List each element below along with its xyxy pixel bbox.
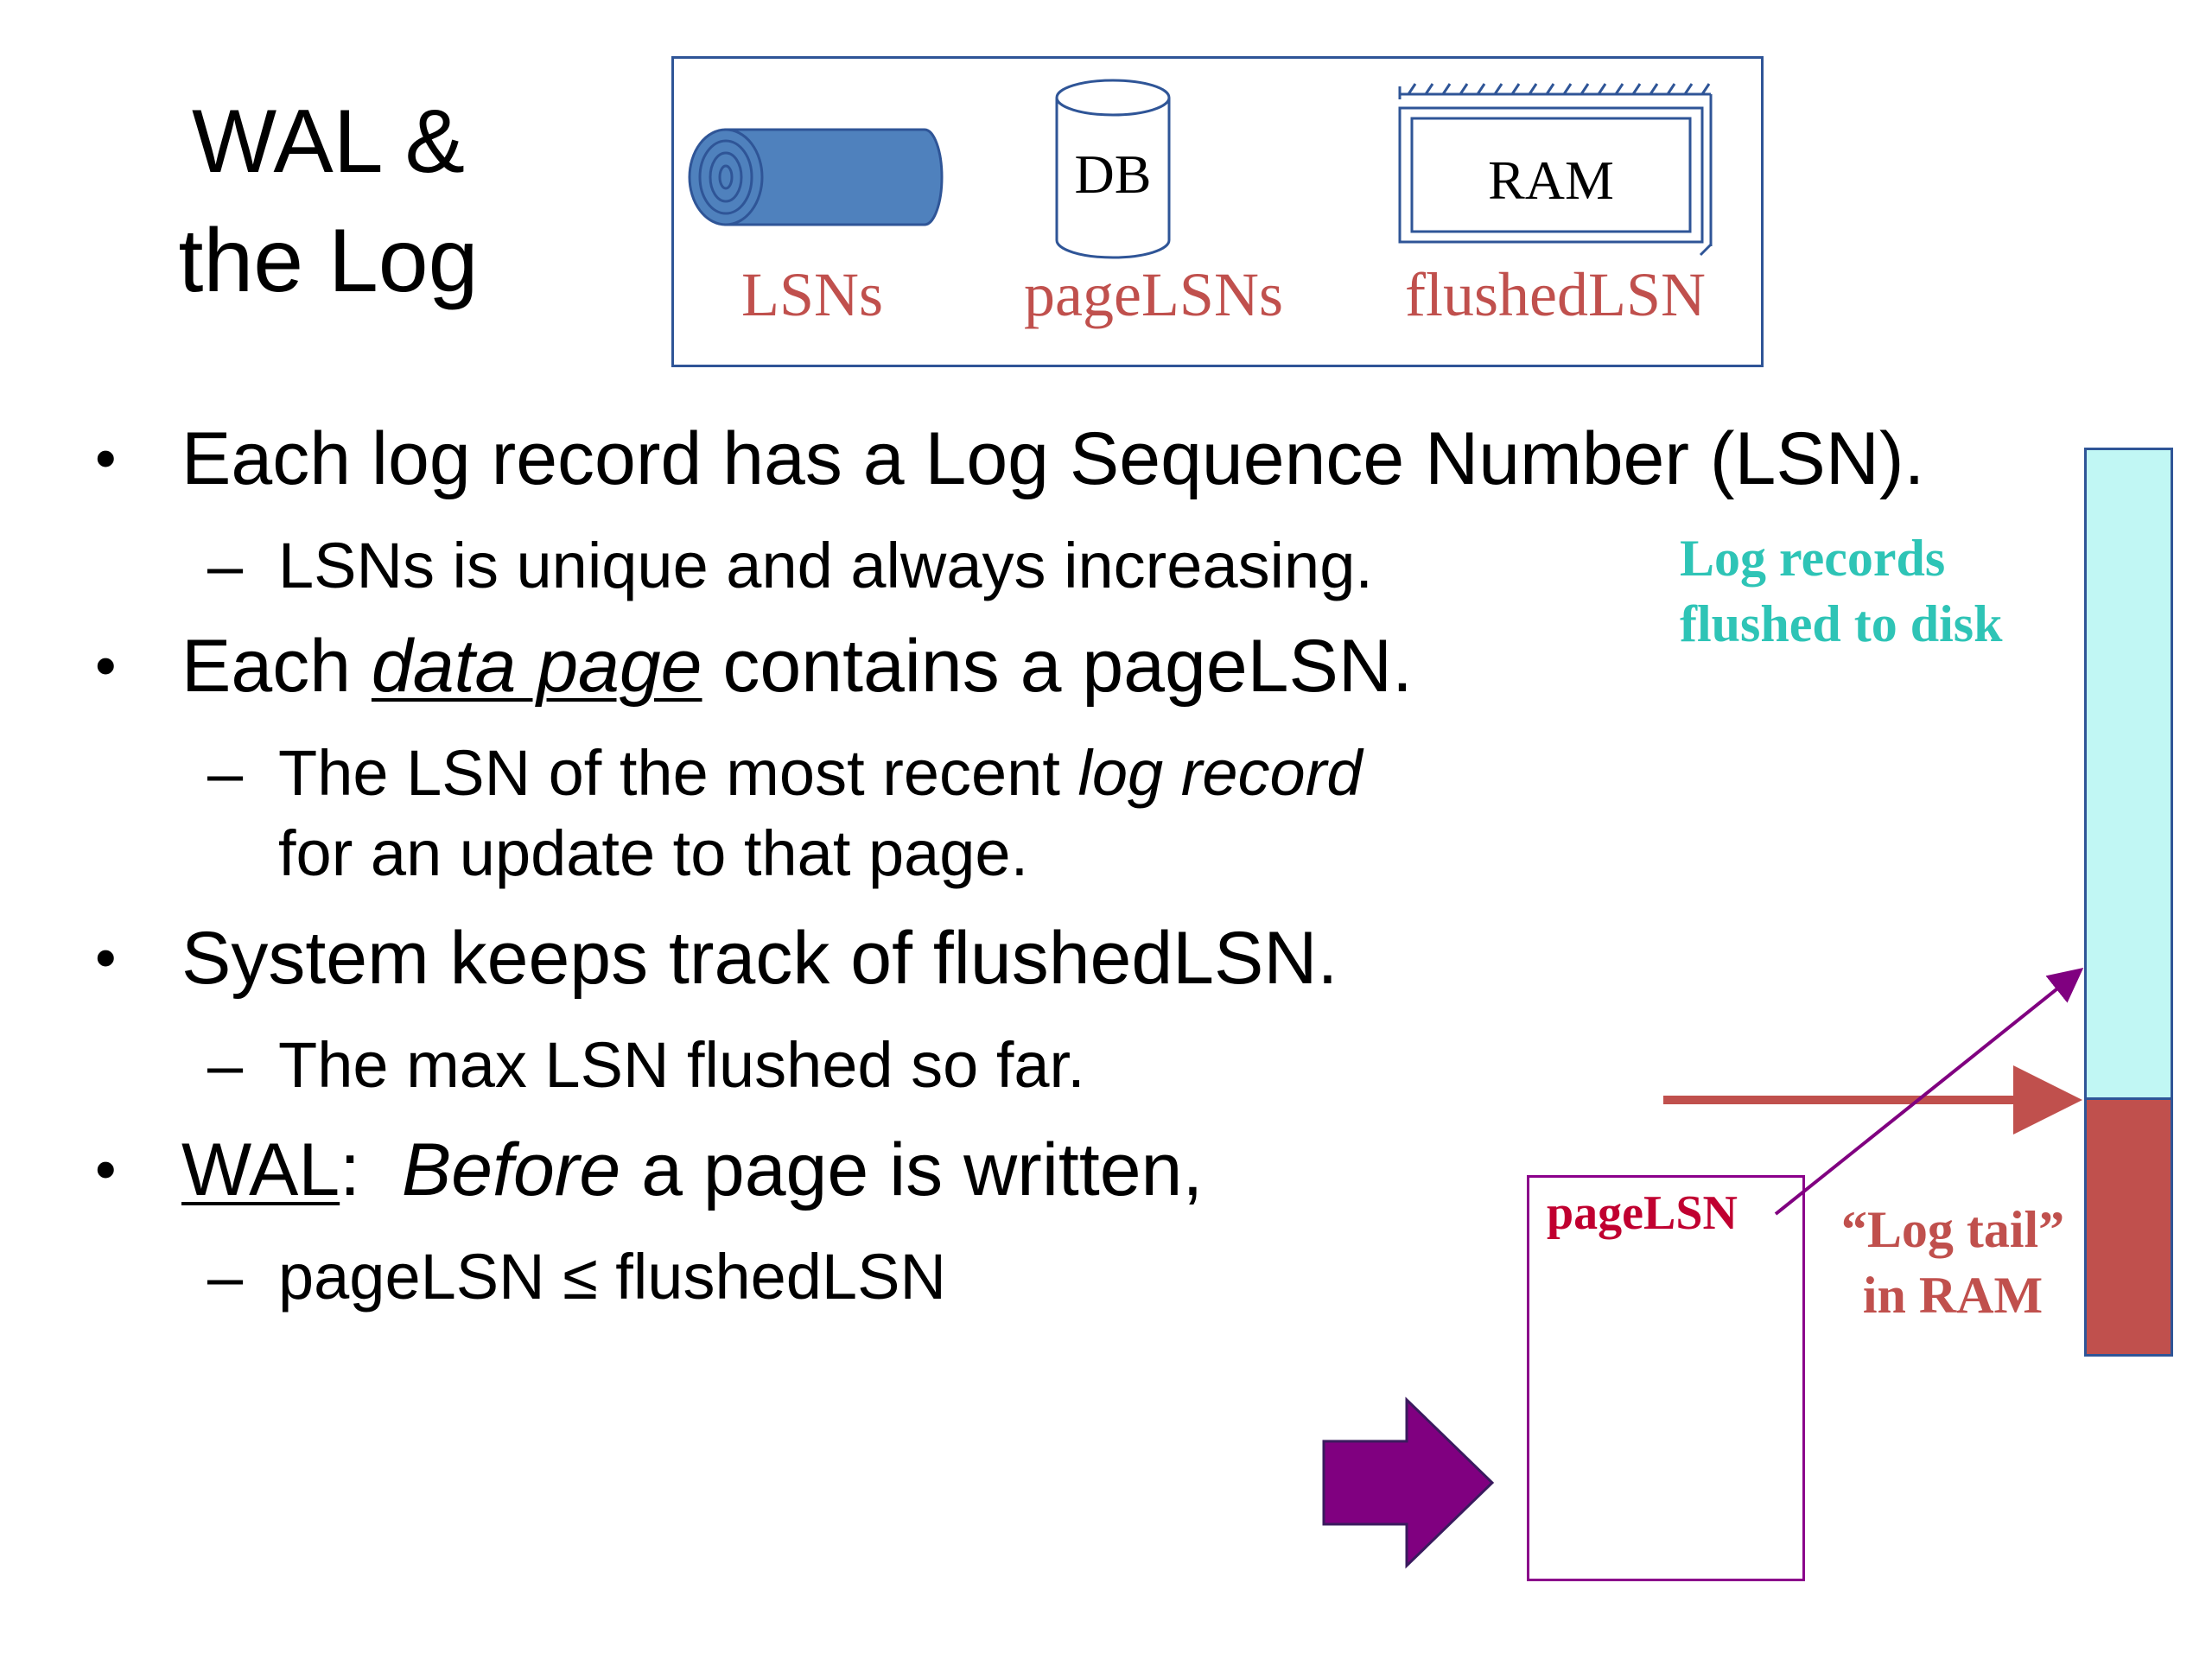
bullet-4-colon: : bbox=[340, 1128, 402, 1211]
db-text: DB bbox=[1074, 143, 1152, 205]
bullet-2-sub-line-2: for an update to that page. bbox=[278, 817, 1029, 889]
pagelsn-pointer-arrow bbox=[1774, 968, 2084, 1216]
bullet-2-suffix: contains a pageLSN. bbox=[702, 625, 1413, 708]
database-icon bbox=[1055, 79, 1171, 259]
dash-marker: – bbox=[207, 1241, 244, 1313]
page-lsn-label: pageLSN bbox=[1547, 1186, 1738, 1240]
write-page-block-arrow bbox=[1322, 1396, 1495, 1569]
dash-marker: – bbox=[207, 1029, 244, 1101]
log-tail-label: “Log tail” in RAM bbox=[1823, 1197, 2082, 1328]
title-line-1: WAL & bbox=[192, 92, 465, 192]
dash-marker: – bbox=[207, 530, 244, 601]
log-tail-label-line-2: in RAM bbox=[1862, 1267, 2044, 1324]
flushed-label-line-1: Log records bbox=[1680, 530, 1946, 587]
legend-flushedlsn-label: flushedLSN bbox=[1405, 260, 1706, 329]
bullet-marker: • bbox=[95, 632, 117, 699]
bullet-4-suffix: a page is written, bbox=[620, 1128, 1204, 1211]
log-scroll-icon bbox=[688, 128, 944, 226]
legend-box bbox=[671, 56, 1764, 367]
dash-marker: – bbox=[207, 737, 244, 809]
bullet-1-sub: LSNs is unique and always increasing. bbox=[278, 530, 1373, 601]
bullet-3-sub: The max LSN flushed so far. bbox=[278, 1029, 1085, 1101]
bullet-3-text: System keeps track of flushedLSN. bbox=[181, 917, 1338, 1000]
bullet-2-sub-line-1: The LSN of the most recent log record bbox=[278, 736, 1363, 810]
bullet-2-emphasis: data page bbox=[371, 625, 702, 708]
log-tail-label-line-1: “Log tail” bbox=[1840, 1201, 2065, 1258]
ram-icon bbox=[1398, 83, 1713, 257]
slide-title: WAL & the Log bbox=[130, 82, 527, 321]
log-tail-segment bbox=[2084, 1097, 2173, 1357]
wal-term: WAL bbox=[181, 1128, 340, 1211]
legend-pagelsns-label: pageLSNs bbox=[1024, 260, 1283, 329]
bullet-2-prefix: Each bbox=[181, 625, 372, 708]
ram-text: RAM bbox=[1488, 149, 1614, 211]
bullet-2-text: Each data page contains a pageLSN. bbox=[181, 624, 1413, 709]
flushed-to-disk-label: Log records flushed to disk bbox=[1680, 525, 2002, 657]
bullet-4-sub: pageLSN ≤ flushedLSN bbox=[278, 1241, 946, 1313]
bullet-marker: • bbox=[95, 424, 117, 492]
data-page-box bbox=[1527, 1175, 1805, 1581]
bullet-4-text: WAL: Before a page is written, bbox=[181, 1128, 1203, 1213]
bullet-marker: • bbox=[95, 924, 117, 991]
bullet-1-text: Each log record has a Log Sequence Numbe… bbox=[181, 417, 1925, 500]
bullet-2-sub-prefix: The LSN of the most recent bbox=[278, 737, 1078, 809]
flushed-label-line-2: flushed to disk bbox=[1680, 595, 2003, 652]
bullet-marker: • bbox=[95, 1135, 117, 1203]
bullet-2-sub-emphasis: log record bbox=[1077, 737, 1363, 809]
bullet-4-emphasis: Before bbox=[401, 1128, 621, 1211]
title-line-2: the Log bbox=[178, 211, 479, 311]
legend-lsns-label: LSNs bbox=[741, 260, 884, 329]
